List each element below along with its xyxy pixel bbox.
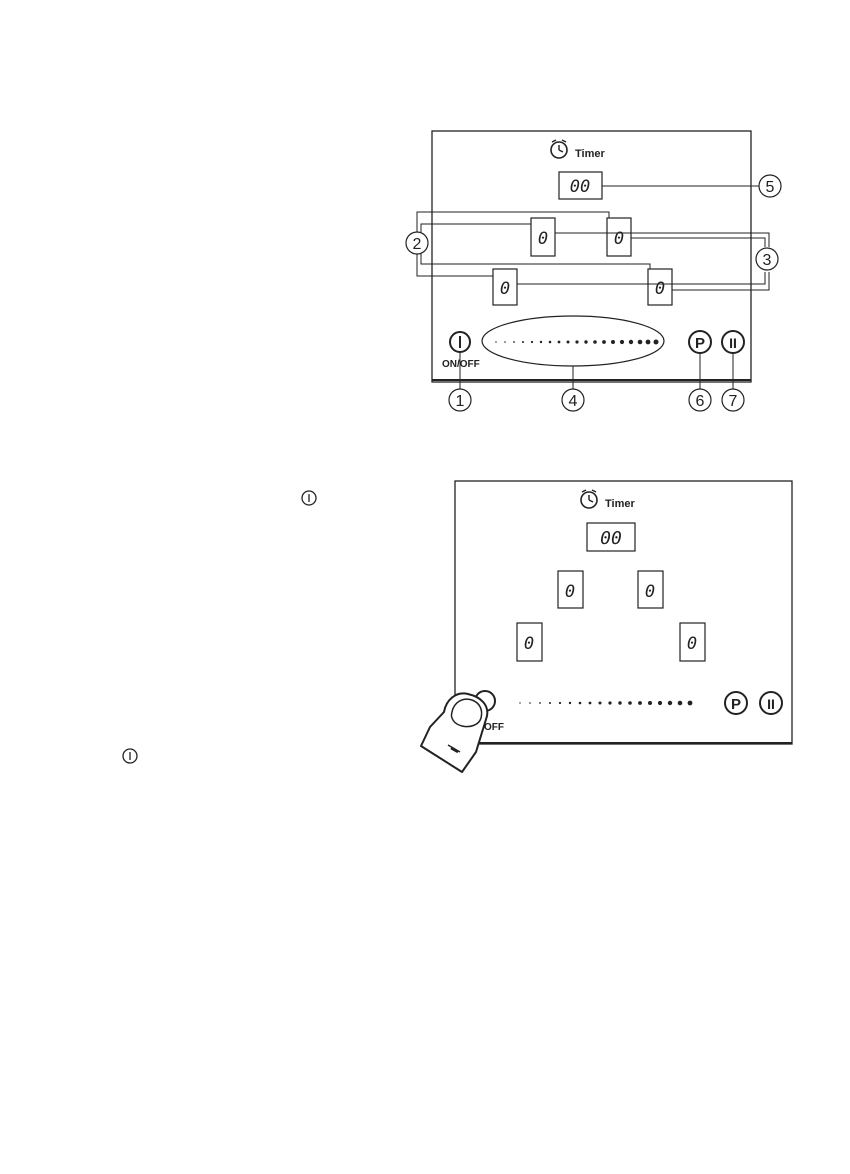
svg-text:2: 2 [413,236,422,253]
clock-icon [580,489,598,509]
timer-label: Timer [605,498,635,510]
zone-display-front-left-value: 0 [524,634,534,654]
timer-label: Timer [575,148,605,160]
panel-frame [431,130,752,383]
program-key[interactable] [724,691,748,715]
power-level-slider[interactable] [481,315,665,367]
timer-display [586,522,636,552]
svg-text:4: 4 [569,393,578,410]
timer-display-value: 00 [600,528,622,549]
svg-text:6: 6 [696,393,705,410]
zone-display-front-left [516,622,543,662]
zone-display-front-right-value: 0 [687,634,697,654]
svg-text:1: 1 [456,393,465,410]
svg-text:3: 3 [763,252,772,269]
zone-display-rear-left-value: 0 [538,229,548,249]
zone-display-rear-right [637,570,664,609]
callout-marker-2: 2 [405,231,429,255]
callout-marker-7: 7 [721,388,745,412]
zone-display-front-right [679,622,706,662]
callout-marker-5: 5 [758,174,782,198]
callout-marker-3: 3 [755,247,779,271]
zone-display-rear-left-value: 0 [565,582,575,602]
clock-icon [550,139,568,159]
slider-dots [495,339,659,345]
zone-display-rear-right-value: 0 [645,582,655,602]
power-icon [301,490,317,506]
zone-display-front-right-value: 0 [655,279,665,299]
zone-display-rear-left [557,570,584,609]
svg-text:5: 5 [766,179,775,196]
zone-display-rear-left [530,217,556,257]
zone-display-front-right [647,268,673,306]
zone-display-rear-right [606,217,632,257]
leader-lines-callout-3 [517,232,770,291]
onoff-label-partial: OFF [484,722,504,733]
zone-display-front-left-value: 0 [500,279,510,299]
program-key-label: P [695,335,705,352]
timer-display-value: 00 [570,177,590,197]
callout-marker-4: 4 [561,388,585,412]
onoff-key[interactable] [449,331,471,353]
leader-lines-callout-2 [416,211,651,277]
zone-display-front-left [492,268,518,306]
pause-key[interactable] [759,691,783,715]
slider-dots [519,700,693,706]
program-key-label: P [731,696,741,713]
power-icon [122,748,138,764]
onoff-label: ON/OFF [442,359,480,370]
zone-display-rear-right-value: 0 [614,229,624,249]
callout-marker-6: 6 [688,388,712,412]
pause-key-label: II [767,696,775,712]
svg-text:7: 7 [729,393,738,410]
pointing-finger-icon [420,692,489,773]
callout-marker-1: 1 [448,388,472,412]
pause-key-label: II [729,335,737,351]
